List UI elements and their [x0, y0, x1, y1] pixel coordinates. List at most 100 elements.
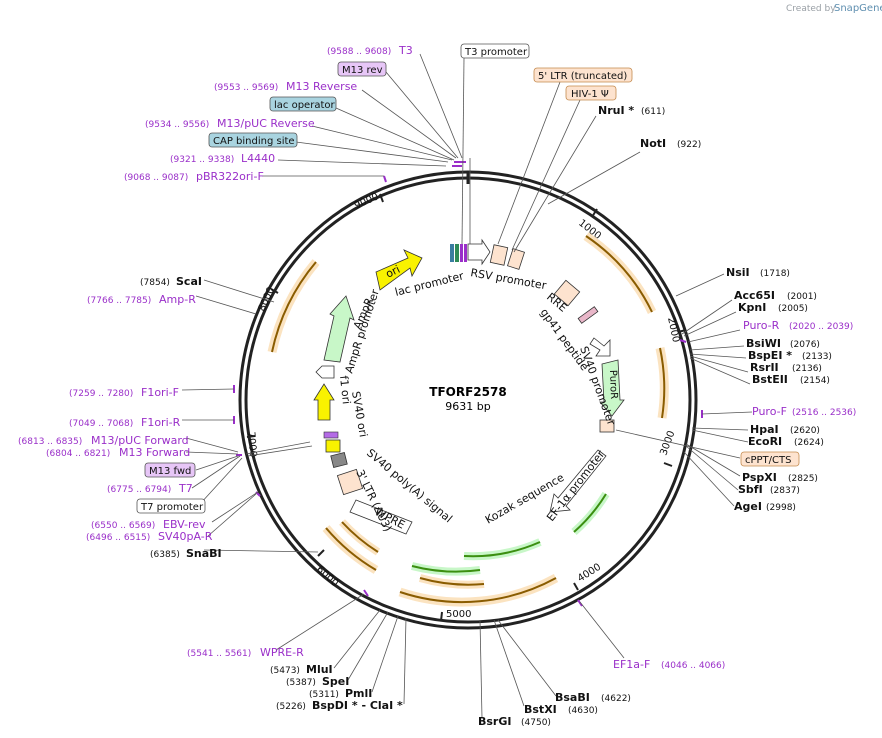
- m13-rev-box: M13 rev: [342, 65, 383, 76]
- wpre-box: [349, 499, 413, 535]
- enzyme-pspxi-pos: (2825): [788, 474, 818, 484]
- tick-label-2000: 2000: [665, 316, 681, 343]
- enzyme-pmli-pos: (5311): [309, 690, 339, 700]
- enzyme-mlui-pos: (5473): [270, 666, 300, 676]
- tick-9000: [379, 193, 384, 203]
- enzyme-sbfi-pos: (2837): [770, 486, 800, 496]
- tick-7000: [246, 435, 256, 438]
- cap-site-box: CAP binding site: [213, 136, 295, 147]
- enzyme-bsiwi: BsiWI: [746, 337, 781, 350]
- credit-text: Created by: [786, 4, 836, 14]
- primer-f1ori-r: F1ori-R: [141, 416, 181, 429]
- enzyme-spei-pos: (5387): [286, 678, 316, 688]
- enzyme-acc65i: Acc65I: [734, 289, 775, 302]
- plasmid-length: 9631 bp: [445, 400, 490, 413]
- enzyme-bsiwi-pos: (2076): [790, 340, 820, 350]
- primer-ef1a-f-pos: (4046 .. 4066): [661, 661, 725, 671]
- primer-ampr-pos: (7766 .. 7785): [87, 296, 151, 306]
- leader-lines: [181, 53, 753, 719]
- f1-ori-label: f1 ori: [337, 375, 353, 405]
- primer-f1ori-f-pos: (7259 .. 7280): [69, 389, 133, 399]
- primer-l4440: L4440: [241, 152, 275, 165]
- primer-marks: [233, 161, 703, 607]
- tick-5000: [440, 611, 443, 622]
- sv40-promoter-arrow: [589, 337, 611, 357]
- enzyme-scai-pos: (7854): [140, 278, 170, 288]
- t3-promoter-box: T3 promoter: [464, 47, 528, 58]
- enzyme-bspei-pos: (2133): [802, 352, 832, 362]
- enzyme-bstxi-pos: (4630): [568, 706, 598, 716]
- primer-sv40pa-r-pos: (6496 .. 6515): [86, 533, 150, 543]
- tick-label-4000: 4000: [576, 562, 603, 585]
- primer-m13-reverse: M13 Reverse: [286, 80, 357, 93]
- ori-arrow: [375, 249, 423, 291]
- primer-puro-r: Puro-R: [743, 319, 780, 332]
- primer-f1ori-r-pos: (7049 .. 7068): [69, 419, 133, 429]
- puror-label: PuroR: [607, 370, 619, 400]
- primer-t3: T3: [398, 44, 413, 57]
- ltr3-label: 3' LTR (ΔU3): [353, 468, 394, 534]
- sv40-polya-box: [330, 451, 348, 469]
- primer-t7-pos: (6775 .. 6794): [107, 485, 171, 495]
- ampr-arrow: [323, 295, 355, 363]
- ori-label: ori: [384, 263, 403, 281]
- tick-label-5000: 5000: [446, 609, 471, 620]
- enzyme-bspdi-clai: BspDI * - ClaI *: [312, 699, 403, 712]
- enzyme-bspei: BspEI *: [748, 349, 792, 362]
- primer-m13-forward: M13 Forward: [119, 446, 190, 459]
- primer-m13puc-reverse: M13/pUC Reverse: [217, 117, 315, 130]
- primer-wpre-r: WPRE-R: [260, 646, 304, 659]
- tick-3000: [663, 462, 673, 467]
- primer-sv40pa-r: SV40pA-R: [158, 530, 213, 543]
- enzyme-acc65i-pos: (2001): [787, 292, 817, 302]
- lac-promoter-arrow: [467, 238, 491, 266]
- hiv-psi-box: [507, 248, 525, 270]
- enzyme-bsteii: BstEII: [752, 373, 788, 386]
- rre-box: [553, 279, 581, 307]
- tick-label-7000: 7000: [245, 431, 258, 457]
- sv40-ori-box: [325, 439, 341, 453]
- primer-puro-f-pos: (2516 .. 2536): [792, 408, 856, 418]
- enzyme-mlui: MluI: [306, 663, 333, 676]
- enzyme-bstxi: BstXI: [524, 703, 557, 716]
- primer-puro-f: Puro-F: [752, 405, 787, 418]
- inner-features: [313, 238, 625, 535]
- plasmid-name: TFORF2578: [429, 385, 506, 399]
- f1-ori-arrow: [313, 383, 335, 421]
- primer-m13puc-reverse-pos: (9534 .. 9556): [145, 120, 209, 130]
- primer-puro-r-pos: (2020 .. 2039): [789, 322, 853, 332]
- ampr-promoter-box: [315, 365, 335, 379]
- hiv-psi-label: HIV-1 Ψ: [571, 89, 609, 100]
- ltr5-label: 5' LTR (truncated): [538, 71, 627, 82]
- enzyme-bsrgi-pos: (4750): [521, 718, 551, 728]
- enzyme-kpni: KpnI: [738, 301, 766, 314]
- primer-pbr322ori-pos: (9068 .. 9087): [124, 173, 188, 183]
- primer-pbr322ori: pBR322ori-F: [196, 170, 264, 183]
- ring-ticks: [246, 172, 687, 622]
- enzyme-pspxi: PspXI: [742, 471, 777, 484]
- gp41-box: [577, 306, 599, 324]
- enzyme-nrui: NruI *: [598, 104, 634, 117]
- tick-6000: [317, 549, 325, 557]
- tick-1000: [591, 208, 598, 218]
- primer-m13puc-forward: M13/pUC Forward: [91, 434, 189, 447]
- primer-l4440-pos: (9321 .. 9338): [170, 155, 234, 165]
- outer-feature-arcs: [267, 232, 669, 607]
- rsv-promoter-label: RSV promoter: [469, 266, 547, 292]
- enzyme-snabi: SnaBI: [186, 547, 222, 560]
- primer-m13puc-forward-pos: (6813 .. 6835): [18, 437, 82, 447]
- tick-4000: [573, 582, 579, 591]
- ltr3-box: [336, 468, 364, 496]
- primer-ebv-rev-pos: (6550 .. 6569): [91, 521, 155, 531]
- enzyme-pmli: PmlI: [345, 687, 372, 700]
- primer-ebv-rev: EBV-rev: [163, 518, 206, 531]
- puror-arrow: [599, 359, 625, 417]
- m13-small-box: [323, 431, 339, 439]
- enzyme-agei: AgeI: [734, 500, 762, 513]
- enzyme-kpni-pos: (2005): [778, 304, 808, 314]
- enzyme-bsabi: BsaBI: [555, 691, 590, 704]
- boxed-labels: T3 promoter M13 rev lac operator CAP bin…: [136, 43, 800, 514]
- enzyme-labels: NruI * (611) NotI (922) NsiI (1718) Acc6…: [140, 104, 832, 728]
- primer-labels: (9588 .. 9608) T3 (9553 .. 9569) M13 Rev…: [18, 44, 856, 671]
- enzyme-bsabi-pos: (4622): [601, 694, 631, 704]
